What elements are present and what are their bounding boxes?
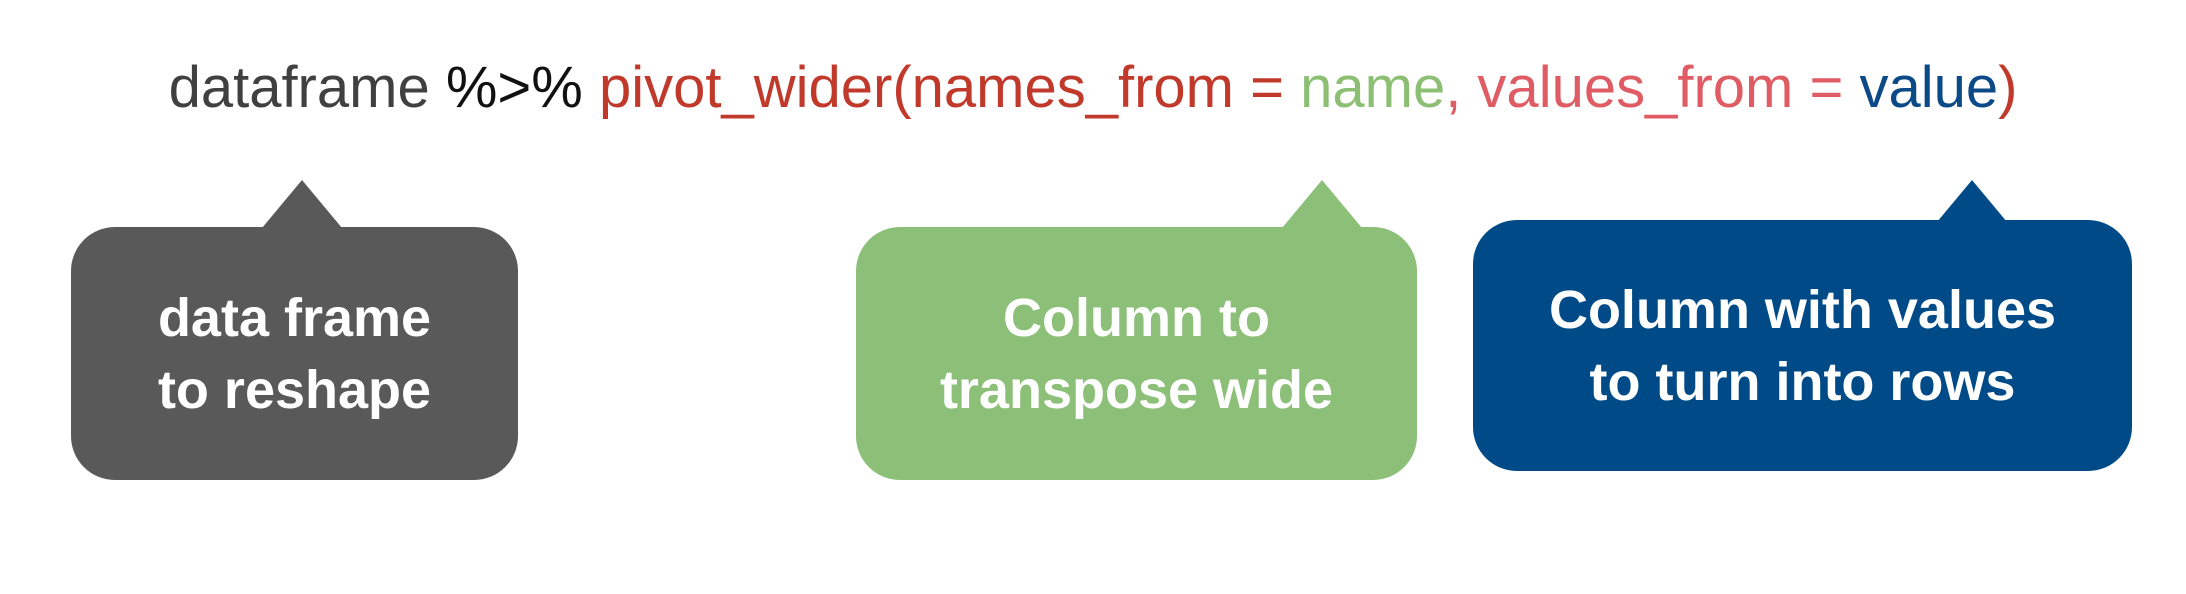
callout-pointer-names-from	[1282, 180, 1362, 228]
code-expression: dataframe %>% pivot_wider(names_from = n…	[0, 52, 2186, 124]
callout-pointer-dataframe	[262, 180, 342, 228]
code-values-from-arg: value	[1859, 55, 1999, 120]
code-dataframe: dataframe	[168, 55, 430, 120]
callout-dataframe: data frame to reshape	[71, 227, 518, 480]
callout-values-from-text: Column with values to turn into rows	[1548, 279, 2057, 412]
callout-pointer-values-from	[1932, 180, 2012, 228]
callout-values-from: Column with values to turn into rows	[1473, 220, 2132, 471]
callout-names-from-text: Column to transpose wide	[939, 287, 1334, 420]
code-function-close: )	[1998, 55, 2018, 120]
callout-names-from: Column to transpose wide	[856, 227, 1417, 480]
code-names-from-arg: name	[1300, 55, 1446, 120]
code-values-from-label: , values_from =	[1445, 55, 1860, 120]
code-function-open: pivot_wider(names_from =	[598, 55, 1301, 120]
code-pipe-operator: %>%	[429, 55, 599, 120]
callout-dataframe-text: data frame to reshape	[157, 287, 432, 420]
